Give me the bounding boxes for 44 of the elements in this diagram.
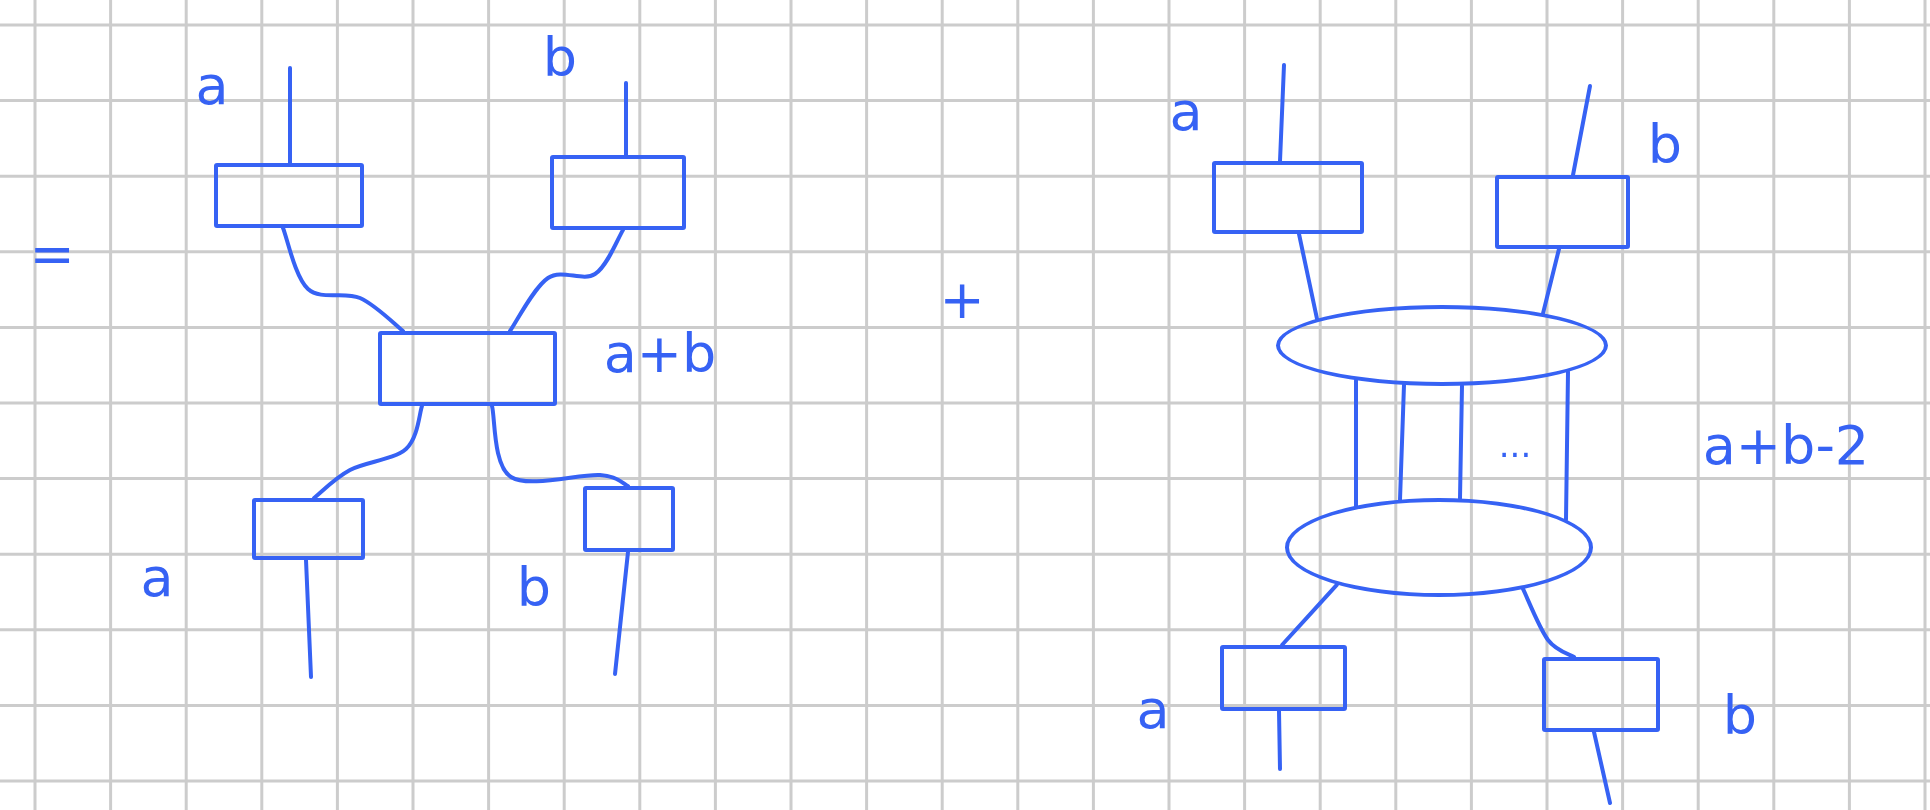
wire <box>613 550 630 676</box>
wire <box>490 404 630 488</box>
process-box <box>583 486 675 552</box>
wire <box>1564 369 1570 522</box>
edge-label: a <box>1169 85 1203 139</box>
formula-label: a+b-2 <box>1702 419 1870 473</box>
wire <box>312 404 424 500</box>
process-box <box>1212 161 1364 234</box>
wire <box>1354 378 1358 508</box>
wire <box>1571 84 1592 177</box>
ellipse-node <box>1285 498 1593 597</box>
plus-sign: + <box>939 273 985 327</box>
process-box <box>252 498 365 560</box>
edge-label: b <box>1647 118 1683 172</box>
edge-label: a <box>195 59 229 113</box>
process-box <box>1542 657 1660 732</box>
process-box <box>1495 175 1630 249</box>
wire <box>1398 382 1406 502</box>
process-box <box>214 163 364 228</box>
wire <box>281 226 405 333</box>
equals-sign: = <box>29 227 75 281</box>
wire <box>1280 582 1339 647</box>
wire <box>304 558 313 679</box>
wire <box>1278 63 1286 163</box>
process-box <box>1220 645 1347 711</box>
ellipsis: ... <box>1498 428 1532 462</box>
edge-label: b <box>1722 689 1758 743</box>
wire <box>508 228 625 333</box>
wire <box>1521 587 1576 659</box>
ellipse-node <box>1276 305 1608 386</box>
edge-label: b <box>516 561 552 615</box>
edge-label: b <box>542 31 578 85</box>
wire <box>1541 247 1561 316</box>
process-box <box>550 155 686 230</box>
formula-label: a+b <box>603 327 717 381</box>
wire <box>624 81 628 157</box>
edge-label: a <box>140 551 174 605</box>
process-box <box>378 331 557 406</box>
wire <box>1458 383 1464 501</box>
wire <box>1277 709 1282 771</box>
wire <box>288 66 292 165</box>
wire <box>1297 232 1319 321</box>
edge-label: a <box>1136 683 1170 737</box>
wire <box>1592 730 1612 805</box>
